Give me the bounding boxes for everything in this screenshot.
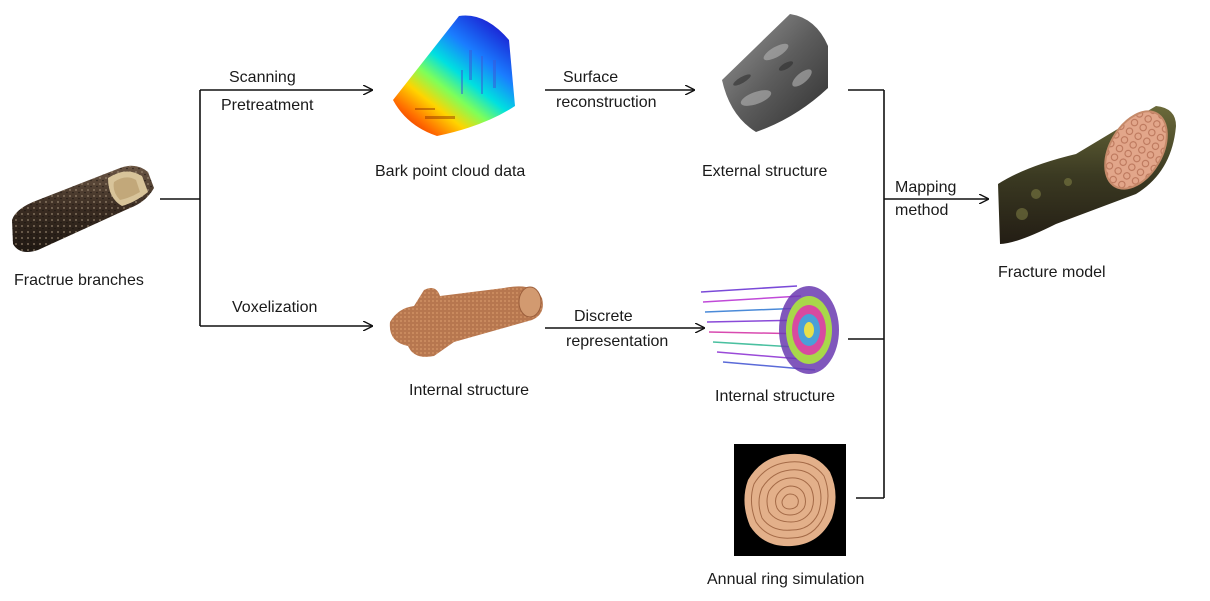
annual-ring-image: [734, 444, 846, 556]
label-internal-structure-discrete: Internal structure: [715, 388, 836, 405]
fracture-model-image: [998, 106, 1176, 244]
edge-label-voxelization: Voxelization: [232, 299, 318, 316]
external-structure-image: [722, 14, 828, 132]
edge-label-representation: representation: [566, 333, 669, 350]
edge-label-discrete: Discrete: [574, 308, 633, 325]
edge-label-mapping: Mapping: [895, 179, 957, 196]
label-external-structure: External structure: [702, 163, 828, 180]
fracture-branch-image: [12, 165, 154, 252]
label-annual-ring: Annual ring simulation: [707, 571, 865, 588]
internal-structure-discrete-image: [700, 285, 839, 374]
edge-label-method: method: [895, 202, 949, 219]
edge-label-reconstruction: reconstruction: [556, 94, 657, 111]
label-bark-point-cloud: Bark point cloud data: [375, 163, 526, 180]
bark-point-cloud-image: [393, 15, 515, 136]
label-fracture-branches: Fractrue branches: [14, 272, 144, 289]
internal-structure-voxel-image: [389, 286, 543, 357]
edge-label-surface: Surface: [563, 69, 619, 86]
label-internal-structure-voxel: Internal structure: [409, 382, 530, 399]
edge-label-scanning: Scanning: [229, 69, 296, 86]
edge-label-pretreatment: Pretreatment: [221, 97, 314, 114]
label-fracture-model: Fracture model: [998, 264, 1106, 281]
